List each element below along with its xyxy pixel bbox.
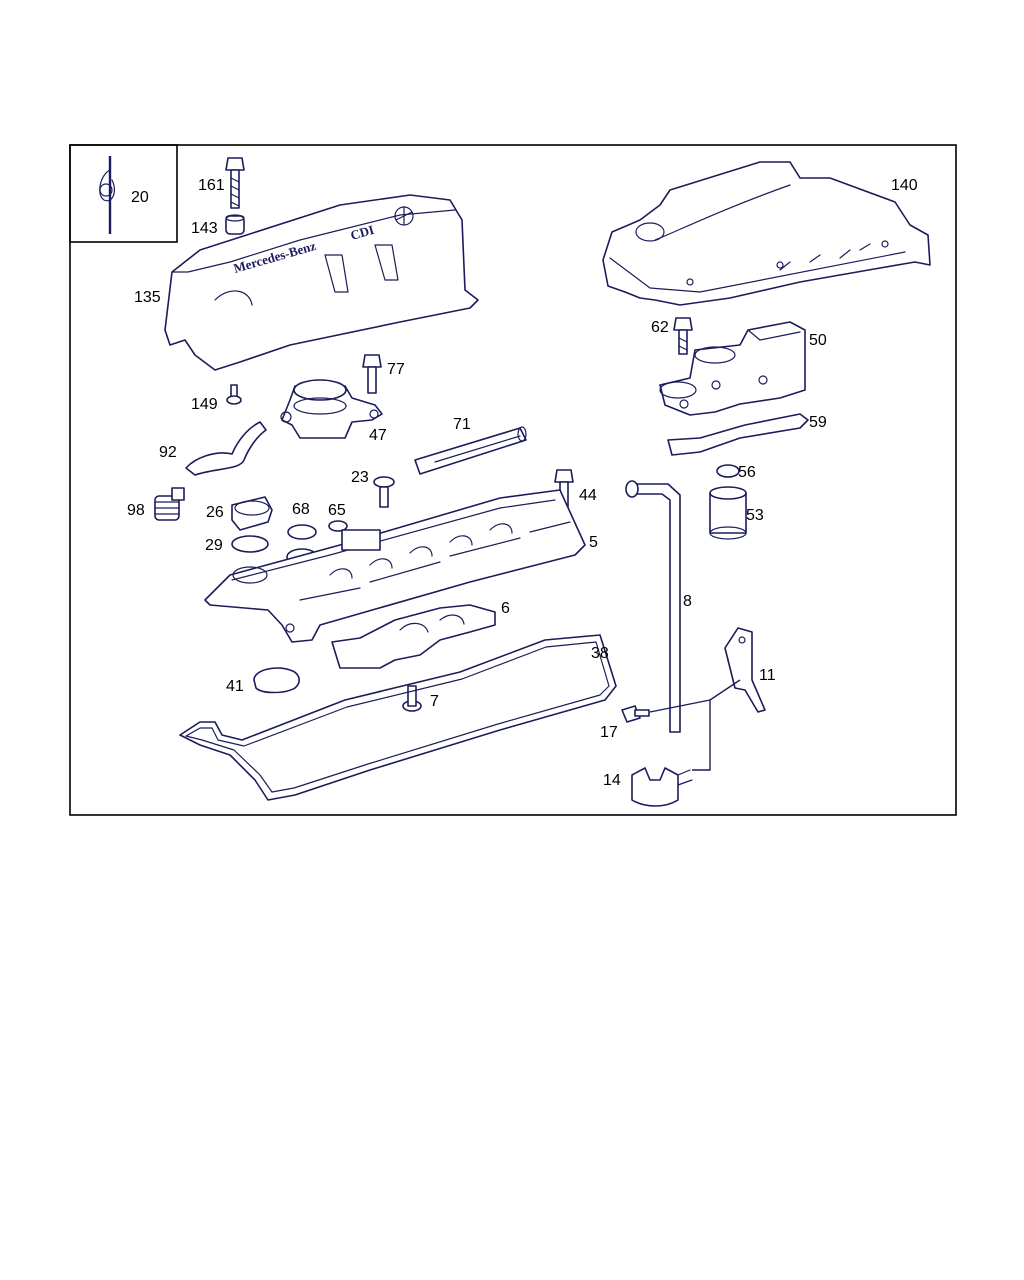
callout-14: 14 [603,772,621,789]
part-23-bolt [373,476,395,508]
callout-143: 143 [191,220,218,237]
callout-labels: 20 161 143 135 140 62 50 77 149 47 71 59… [127,177,918,789]
part-92-hose [185,421,267,476]
part-161-bolt [225,157,245,209]
callout-53: 53 [746,507,764,524]
part-135-engine-cover: Mercedes-Benz CDI [164,194,479,371]
callout-44: 44 [579,487,597,504]
callout-135: 135 [134,289,161,306]
callout-98: 98 [127,502,145,519]
callout-62: 62 [651,319,669,336]
part-8-guide-tube [625,480,681,733]
part-38-cover-gasket [179,634,617,801]
callout-92: 92 [159,444,177,461]
part-6-baffle [331,604,496,669]
callout-38: 38 [591,645,609,662]
part-47-regulator-valve [280,379,383,439]
cover-cdi-text: CDI [349,222,376,243]
part-26-filler-cap [231,496,273,531]
part-7-bolt [402,685,422,712]
part-53-sleeve [709,486,747,540]
callout-161: 161 [198,177,225,194]
part-14-clamp [631,767,693,807]
part-56-o-ring [716,464,740,478]
part-143-grommet [225,214,245,235]
inset-box [69,144,178,243]
callout-7: 7 [430,693,439,710]
callout-23: 23 [351,469,369,486]
part-17-bolt [621,705,650,723]
callout-140: 140 [891,177,918,194]
callout-20: 20 [131,189,149,206]
part-140-upper-cover [602,161,931,306]
callout-71: 71 [453,416,471,433]
callout-8: 8 [683,593,692,610]
callout-6: 6 [501,600,510,617]
diagram-frame [69,144,957,816]
part-5-head-cover [204,489,586,643]
callout-149: 149 [191,396,218,413]
part-77-bolt [362,354,382,394]
part-149-screw [226,384,242,405]
part-41-gasket [253,667,300,694]
callout-26: 26 [206,504,224,521]
part-98-fitting [154,487,185,521]
leader-lines [649,679,741,771]
callout-65: 65 [328,502,346,519]
callout-11: 11 [759,667,776,684]
part-50-separator-housing [659,321,806,416]
callout-5: 5 [589,534,598,551]
callout-17: 17 [600,724,618,741]
part-71-filter [414,426,527,475]
callout-50: 50 [809,332,827,349]
callout-41: 41 [226,678,244,695]
part-65-o-ring [328,520,348,532]
callout-68: 68 [292,501,310,518]
callout-47: 47 [369,427,387,444]
callout-29: 29 [205,537,223,554]
part-68-o-ring [287,524,317,540]
callout-56: 56 [738,464,756,481]
part-20-clip [99,156,116,234]
callout-59: 59 [809,414,827,431]
part-11-bracket [724,627,766,713]
callout-77: 77 [387,361,405,378]
part-59-gasket [667,413,809,456]
part-62-bolt [673,317,693,355]
part-29-seal [231,535,269,553]
